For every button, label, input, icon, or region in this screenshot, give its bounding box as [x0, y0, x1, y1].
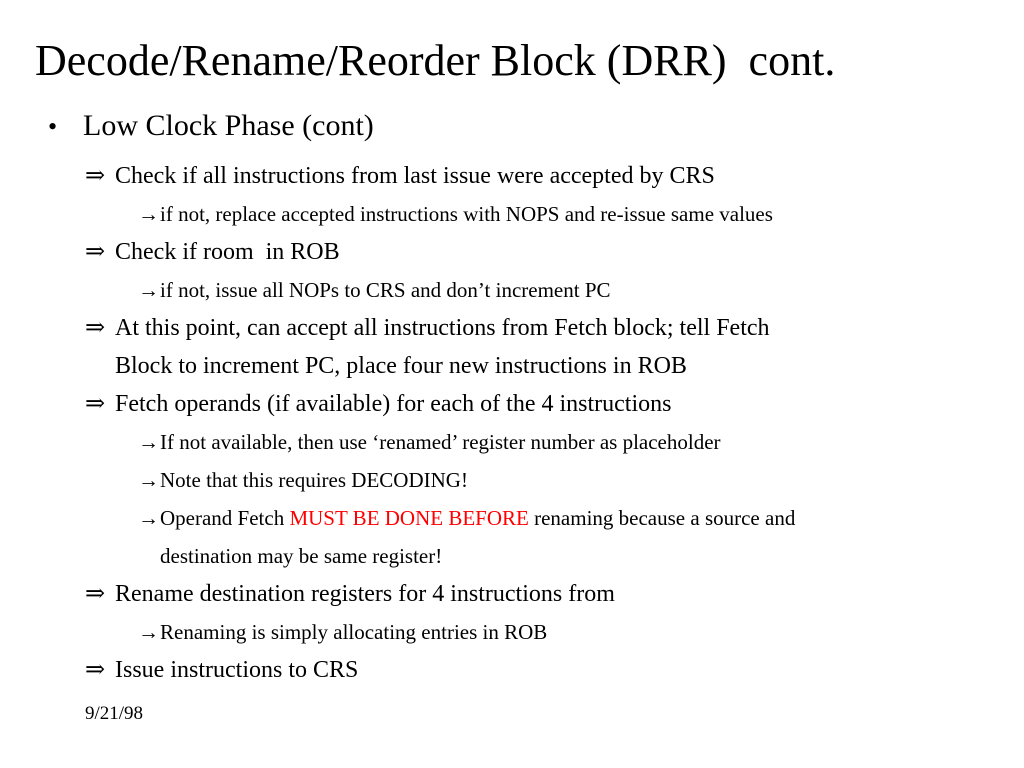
single-arrow-icon: →	[138, 278, 159, 302]
emphasis-text: MUST BE DONE BEFORE	[289, 506, 529, 530]
bullet-text: Note that this requires DECODING!	[160, 468, 468, 492]
double-arrow-icon: ⇒	[85, 239, 106, 265]
double-arrow-icon: ⇒	[85, 315, 106, 341]
bullet-item-level-1: • Low Clock Phase (cont)	[48, 104, 1024, 149]
bullet-item-level-3: →if not, replace accepted instructions w…	[138, 195, 1024, 233]
bullet-line: ⇒ Fetch operands (if available) for each …	[85, 385, 1024, 423]
bullet-line: ⇒ Check if room in ROB	[85, 233, 1024, 271]
bullet-line-continuation: destination may be same register!	[138, 537, 1024, 575]
bullet-line-continuation: Block to increment PC, place four new in…	[85, 347, 1024, 385]
double-arrow-icon: ⇒	[85, 163, 106, 189]
bullet-text: Rename destination registers for 4 instr…	[115, 581, 615, 607]
bullet-icon: •	[48, 112, 58, 141]
single-arrow-icon: →	[138, 468, 159, 492]
single-arrow-icon: →	[138, 430, 159, 454]
bullet-text: Renaming is simply allocating entries in…	[160, 620, 548, 644]
bullet-item-level-2: ⇒ Rename destination registers for 4 inst…	[85, 575, 1024, 613]
bullet-line: →Renaming is simply allocating entries i…	[138, 613, 1024, 651]
bullet-item-level-2: ⇒ Issue instructions to CRS	[85, 651, 1024, 689]
bullet-item-level-2: ⇒ Fetch operands (if available) for each …	[85, 385, 1024, 423]
bullet-line: →Operand Fetch MUST BE DONE BEFORE renam…	[138, 499, 1024, 537]
bullet-line: →Note that this requires DECODING!	[138, 461, 1024, 499]
bullet-text: Check if room in ROB	[115, 239, 340, 265]
bullet-text: if not, replace accepted instructions wi…	[160, 202, 773, 226]
bullet-text: If not available, then use ‘renamed’ reg…	[160, 430, 721, 454]
bullet-text: Block to increment PC, place four new in…	[115, 353, 687, 379]
bullet-text: Operand Fetch	[160, 506, 290, 530]
bullet-text: renaming because a source and	[528, 506, 796, 530]
bullet-text: At this point, can accept all instructio…	[115, 315, 770, 341]
bullet-text: Issue instructions to CRS	[115, 657, 359, 683]
bullet-item-level-2: ⇒ Check if all instructions from last iss…	[85, 157, 1024, 195]
footer-date: 9/21/98	[85, 703, 144, 724]
bullet-text: Fetch operands (if available) for each o…	[115, 391, 672, 417]
double-arrow-icon: ⇒	[85, 391, 106, 417]
single-arrow-icon: →	[138, 202, 159, 226]
bullet-text: destination may be same register!	[160, 544, 443, 568]
bullet-item-level-2: ⇒ Check if room in ROB	[85, 233, 1024, 271]
double-arrow-icon: ⇒	[85, 581, 106, 607]
slide-title: Decode/Rename/Reorder Block (DRR) cont.	[35, 36, 836, 85]
bullet-item-level-3: →Renaming is simply allocating entries i…	[138, 613, 1024, 651]
bullet-line: →if not, replace accepted instructions w…	[138, 195, 1024, 233]
bullet-item-level-3: →If not available, then use ‘renamed’ re…	[138, 423, 1024, 461]
bullet-line: • Low Clock Phase (cont)	[48, 104, 1024, 149]
bullet-text: if not, issue all NOPs to CRS and don’t …	[160, 278, 611, 302]
bullet-line: →if not, issue all NOPs to CRS and don’t…	[138, 271, 1024, 309]
bullet-item-level-3: →Operand Fetch MUST BE DONE BEFORE renam…	[138, 499, 1024, 575]
single-arrow-icon: →	[138, 506, 159, 530]
bullet-text: Check if all instructions from last issu…	[115, 163, 715, 189]
bullet-item-level-3: →Note that this requires DECODING!	[138, 461, 1024, 499]
bullet-line: ⇒ Check if all instructions from last iss…	[85, 157, 1024, 195]
double-arrow-icon: ⇒	[85, 657, 106, 683]
bullet-text: Low Clock Phase (cont)	[83, 109, 374, 142]
bullet-line: →If not available, then use ‘renamed’ re…	[138, 423, 1024, 461]
bullet-line: ⇒ Issue instructions to CRS	[85, 651, 1024, 689]
bullet-item-level-2: ⇒ At this point, can accept all instructi…	[85, 309, 1024, 385]
single-arrow-icon: →	[138, 620, 159, 644]
bullet-list: • Low Clock Phase (cont) ⇒ Check if all ins…	[0, 104, 1024, 689]
bullet-line: ⇒ At this point, can accept all instructi…	[85, 309, 1024, 347]
bullet-item-level-3: →if not, issue all NOPs to CRS and don’t…	[138, 271, 1024, 309]
bullet-line: ⇒ Rename destination registers for 4 inst…	[85, 575, 1024, 613]
